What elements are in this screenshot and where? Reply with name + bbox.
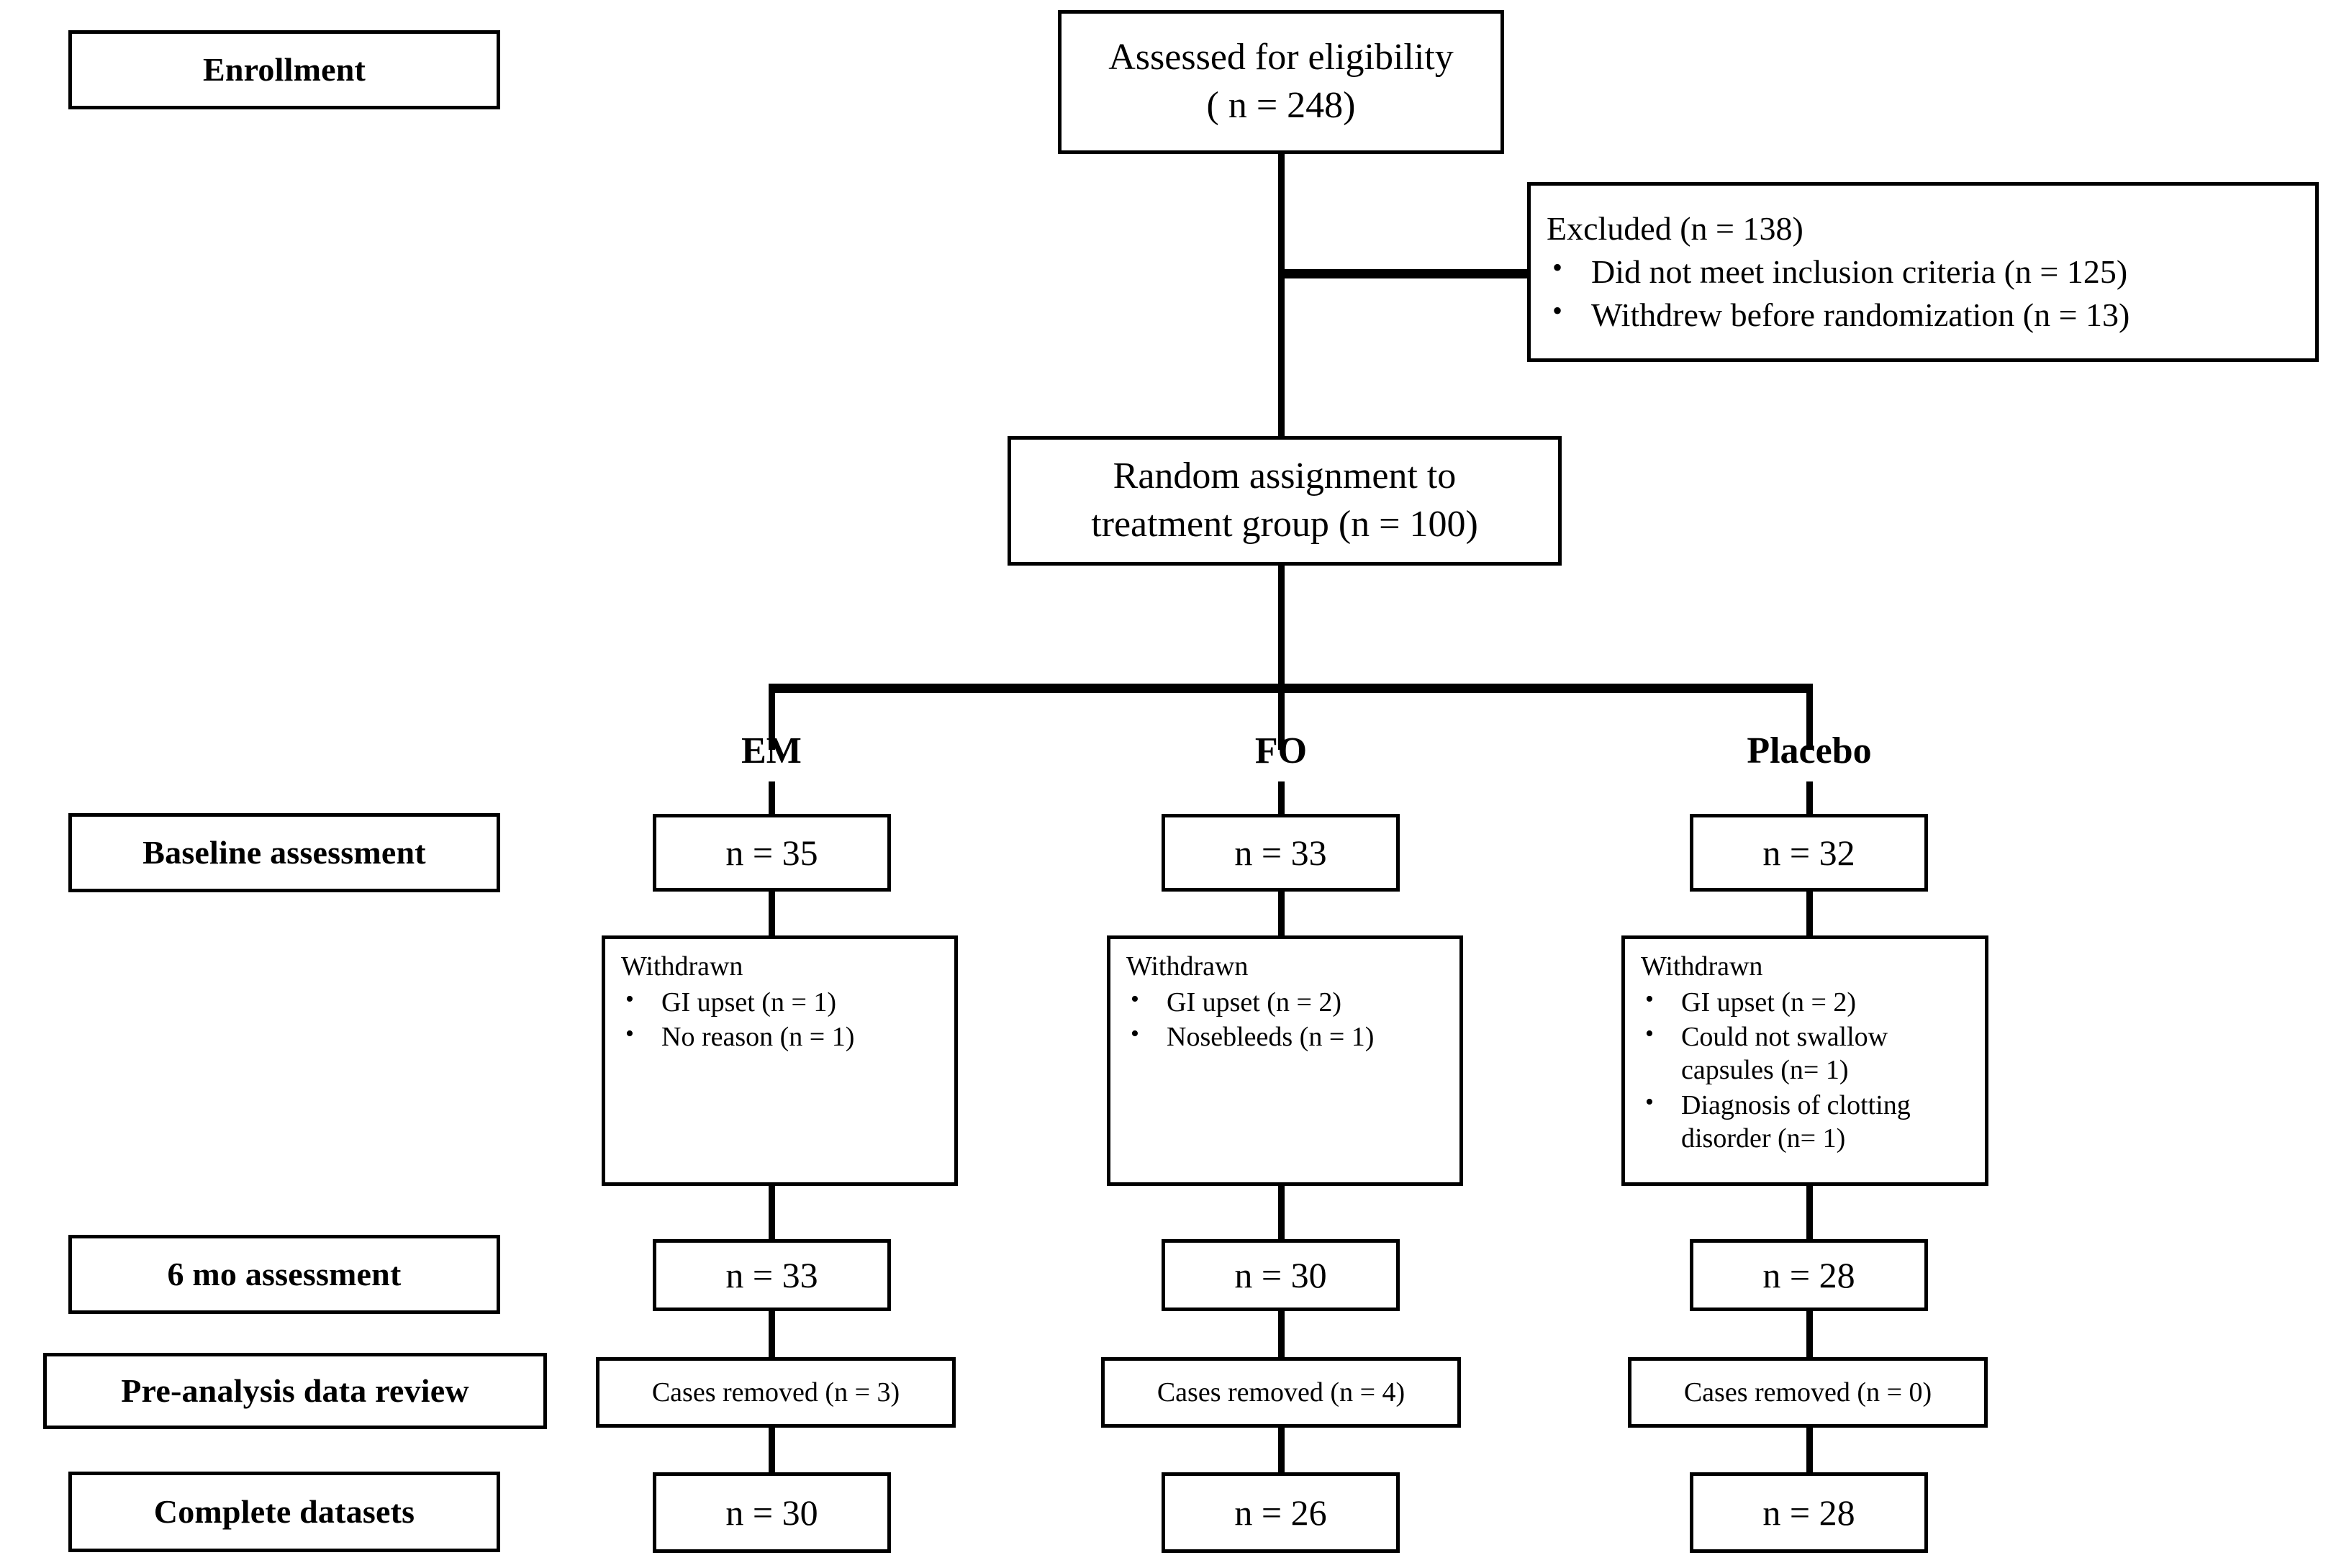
connector-baseline-to-withdrawn-em	[769, 892, 775, 939]
connector-cases-to-complete-em	[769, 1428, 775, 1475]
connector-caption-to-baseline-placebo	[1806, 781, 1813, 817]
list-item: No reason (n = 1)	[621, 1019, 941, 1053]
sixmonth-box-fo: n = 30	[1162, 1239, 1400, 1311]
connector-withdrawn-to-sixmonth-placebo	[1806, 1186, 1813, 1243]
list-item: Could not swallow capsules (n= 1)	[1641, 1019, 1972, 1087]
connector-withdrawn-to-sixmonth-em	[769, 1186, 775, 1243]
withdrawn-box-em: Withdrawn GI upset (n = 1) No reason (n …	[602, 935, 958, 1186]
cases-removed-value-placebo: Cases removed (n = 0)	[1683, 1377, 1932, 1408]
connector-sixmonth-to-cases-em	[769, 1311, 775, 1359]
connector-baseline-to-withdrawn-fo	[1278, 892, 1285, 939]
group-caption-em: EM	[628, 730, 915, 772]
withdrawn-bullet-list-placebo: GI upset (n = 2) Could not swallow capsu…	[1641, 984, 1972, 1156]
connector-caption-to-baseline-fo	[1278, 781, 1285, 817]
branch-bar	[769, 684, 1812, 693]
excluded-title: Excluded (n = 138)	[1547, 210, 1803, 248]
group-caption-placebo: Placebo	[1665, 730, 1953, 772]
complete-box-placebo: n = 28	[1690, 1472, 1928, 1553]
connector-caption-to-baseline-em	[769, 781, 775, 817]
assessed-for-eligibility-box: Assessed for eligibility ( n = 248)	[1058, 10, 1504, 154]
branch-drop-fo	[1278, 684, 1285, 750]
sixmonth-value-fo: n = 30	[1234, 1255, 1327, 1295]
sixmonth-value-placebo: n = 28	[1762, 1255, 1855, 1295]
random-assignment-line2: treatment group (n = 100)	[1091, 504, 1478, 545]
sixmonth-value-em: n = 33	[725, 1255, 818, 1295]
list-item: Withdrew before randomization (n = 13)	[1547, 294, 2302, 335]
assessed-for-eligibility-line1: Assessed for eligibility	[1108, 37, 1454, 78]
assessed-for-eligibility-line2: ( n = 248)	[1206, 85, 1356, 126]
withdrawn-box-em-content: Withdrawn GI upset (n = 1) No reason (n …	[605, 939, 954, 1062]
baseline-value-em: n = 35	[725, 833, 818, 873]
group-caption-fo: FO	[1137, 730, 1425, 772]
list-item: Did not meet inclusion criteria (n = 125…	[1547, 250, 2302, 292]
list-item: Nosebleeds (n = 1)	[1126, 1019, 1447, 1053]
connector-eligibility-to-randomization	[1278, 154, 1285, 436]
branch-drop-placebo	[1806, 684, 1813, 750]
connector-withdrawn-to-sixmonth-fo	[1278, 1186, 1285, 1243]
cases-removed-box-em: Cases removed (n = 3)	[596, 1357, 956, 1428]
complete-box-em: n = 30	[653, 1472, 891, 1553]
withdrawn-bullet-list-em: GI upset (n = 1) No reason (n = 1)	[621, 984, 941, 1054]
stage-label-baseline-assessment-text: Baseline assessment	[142, 833, 426, 871]
group-caption-placebo-text: Placebo	[1747, 730, 1872, 771]
excluded-box-content: Excluded (n = 138) Did not meet inclusio…	[1531, 198, 2315, 345]
withdrawn-title-fo: Withdrawn	[1126, 951, 1249, 982]
stage-label-enrollment-text: Enrollment	[202, 50, 366, 88]
cases-removed-value-em: Cases removed (n = 3)	[651, 1377, 900, 1408]
connector-cases-to-complete-placebo	[1806, 1428, 1813, 1475]
withdrawn-title-em: Withdrawn	[621, 951, 743, 982]
baseline-value-fo: n = 33	[1234, 833, 1327, 873]
connector-cases-to-complete-fo	[1278, 1428, 1285, 1475]
stage-label-six-month-assessment: 6 mo assessment	[68, 1235, 500, 1314]
connector-randomization-to-branch	[1278, 566, 1285, 689]
stage-label-pre-analysis-data-review: Pre-analysis data review	[43, 1353, 547, 1429]
excluded-bullet-list: Did not meet inclusion criteria (n = 125…	[1547, 250, 2302, 335]
excluded-box: Excluded (n = 138) Did not meet inclusio…	[1527, 182, 2319, 362]
stage-label-baseline-assessment: Baseline assessment	[68, 813, 500, 892]
withdrawn-box-placebo: Withdrawn GI upset (n = 2) Could not swa…	[1621, 935, 1988, 1186]
baseline-value-placebo: n = 32	[1762, 833, 1855, 873]
list-item: Diagnosis of clotting disorder (n= 1)	[1641, 1087, 1972, 1156]
list-item: GI upset (n = 2)	[1126, 984, 1447, 1019]
baseline-box-fo: n = 33	[1162, 814, 1400, 892]
connector-to-excluded-box	[1278, 269, 1530, 278]
connector-sixmonth-to-cases-placebo	[1806, 1311, 1813, 1359]
branch-drop-em	[769, 684, 775, 750]
cases-removed-value-fo: Cases removed (n = 4)	[1157, 1377, 1406, 1408]
list-item: GI upset (n = 2)	[1641, 984, 1972, 1019]
cases-removed-box-fo: Cases removed (n = 4)	[1101, 1357, 1461, 1428]
sixmonth-box-em: n = 33	[653, 1239, 891, 1311]
random-assignment-line1: Random assignment to	[1113, 456, 1457, 497]
stage-label-complete-datasets-text: Complete datasets	[153, 1492, 415, 1530]
connector-sixmonth-to-cases-fo	[1278, 1311, 1285, 1359]
complete-value-placebo: n = 28	[1762, 1492, 1855, 1533]
cases-removed-box-placebo: Cases removed (n = 0)	[1628, 1357, 1988, 1428]
list-item: GI upset (n = 1)	[621, 984, 941, 1019]
random-assignment-box: Random assignment to treatment group (n …	[1008, 436, 1562, 566]
complete-box-fo: n = 26	[1162, 1472, 1400, 1553]
stage-label-pre-analysis-data-review-text: Pre-analysis data review	[121, 1372, 469, 1409]
complete-value-fo: n = 26	[1234, 1492, 1327, 1533]
group-caption-em-text: EM	[741, 730, 802, 771]
baseline-box-em: n = 35	[653, 814, 891, 892]
stage-label-enrollment: Enrollment	[68, 30, 500, 109]
stage-label-complete-datasets: Complete datasets	[68, 1472, 500, 1552]
withdrawn-bullet-list-fo: GI upset (n = 2) Nosebleeds (n = 1)	[1126, 984, 1447, 1054]
complete-value-em: n = 30	[725, 1492, 818, 1533]
connector-baseline-to-withdrawn-placebo	[1806, 892, 1813, 939]
withdrawn-box-fo-content: Withdrawn GI upset (n = 2) Nosebleeds (n…	[1110, 939, 1459, 1062]
baseline-box-placebo: n = 32	[1690, 814, 1928, 892]
sixmonth-box-placebo: n = 28	[1690, 1239, 1928, 1311]
withdrawn-box-placebo-content: Withdrawn GI upset (n = 2) Could not swa…	[1625, 939, 1985, 1164]
withdrawn-title-placebo: Withdrawn	[1641, 951, 1763, 982]
withdrawn-box-fo: Withdrawn GI upset (n = 2) Nosebleeds (n…	[1107, 935, 1463, 1186]
stage-label-six-month-assessment-text: 6 mo assessment	[167, 1255, 402, 1292]
group-caption-fo-text: FO	[1254, 730, 1308, 771]
